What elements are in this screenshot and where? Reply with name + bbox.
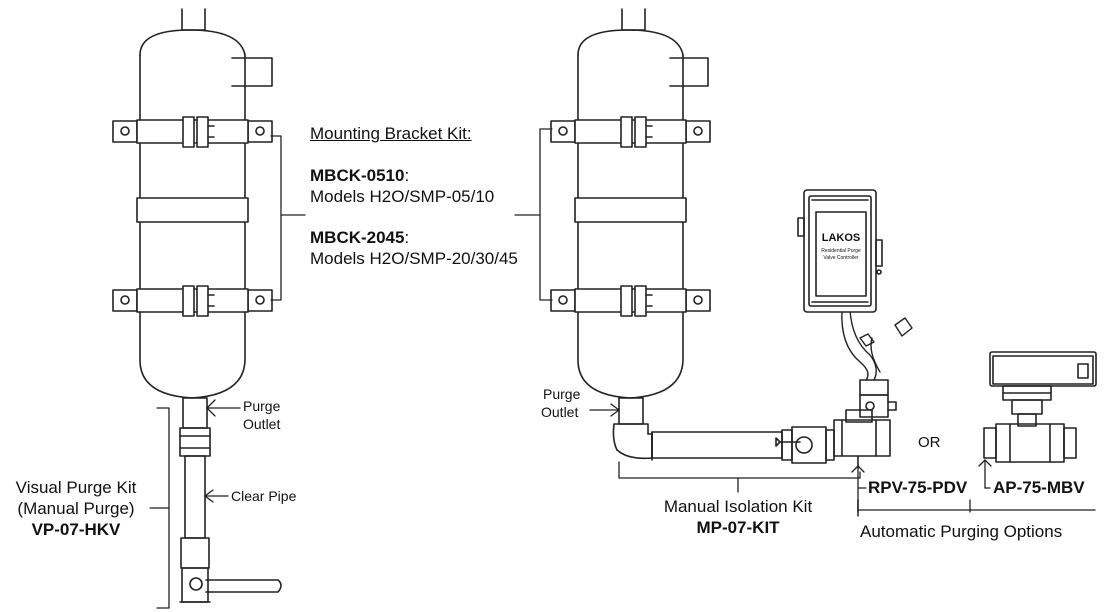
bracket-kit-2-models: Models H2O/SMP-20/30/45 [310, 249, 518, 268]
bracket-kit-1-code: MBCK-0510 [310, 166, 405, 185]
bracket-kit-2-code: MBCK-2045 [310, 228, 405, 247]
upper-bracket-left [112, 116, 273, 148]
bracket-kit-1-colon: : [404, 166, 410, 185]
bracket-kit-2-colon: : [404, 228, 410, 247]
bracket-kit-2: MBCK-2045: [310, 228, 409, 248]
left-separator [112, 8, 282, 603]
lower-bracket-left [112, 285, 273, 317]
isolation-kit-name: Manual Isolation Kit [663, 497, 813, 516]
actuated-ball-valve [983, 351, 1097, 463]
clear-pipe-label: Clear Pipe [231, 488, 297, 504]
automatic-options-label: Automatic Purging Options [860, 522, 1063, 541]
controller-line2: Valve Controller [823, 255, 859, 261]
visual-purge-kit-line1: Visual Purge Kit [15, 478, 137, 497]
bracket-kit-1: MBCK-0510: [310, 166, 409, 186]
or-label: OR [918, 434, 941, 451]
option-ap-code: AP-75-MBV [993, 478, 1085, 497]
visual-purge-pipe [179, 397, 282, 603]
visual-purge-kit-line2: (Manual Purge) [17, 499, 135, 518]
visual-purge-kit-code: VP-07-HKV [31, 520, 121, 539]
left-outlet-label: Outlet [243, 416, 281, 432]
isolation-pipe [612, 379, 897, 469]
bracket-kit-1-models: Models H2O/SMP-05/10 [310, 187, 495, 206]
controller-brand: LAKOS [821, 232, 861, 244]
left-purge-label: Purge [243, 398, 281, 414]
right-leaders [514, 128, 1096, 517]
upper-bracket-right [550, 116, 711, 148]
lower-bracket-right [550, 285, 711, 317]
right-separator [550, 8, 913, 469]
isolation-kit-code: MP-07-KIT [696, 518, 780, 537]
right-outlet-label: Outlet [541, 404, 579, 420]
right-purge-label: Purge [543, 386, 581, 402]
option-rpv-code: RPV-75-PDV [868, 478, 968, 497]
controller-line1: Residential Purge [821, 248, 861, 254]
bracket-kit-heading: Mounting Bracket Kit: [310, 124, 472, 143]
controller-box [797, 189, 883, 313]
left-leaders [149, 135, 306, 609]
controller-wires [841, 309, 913, 381]
